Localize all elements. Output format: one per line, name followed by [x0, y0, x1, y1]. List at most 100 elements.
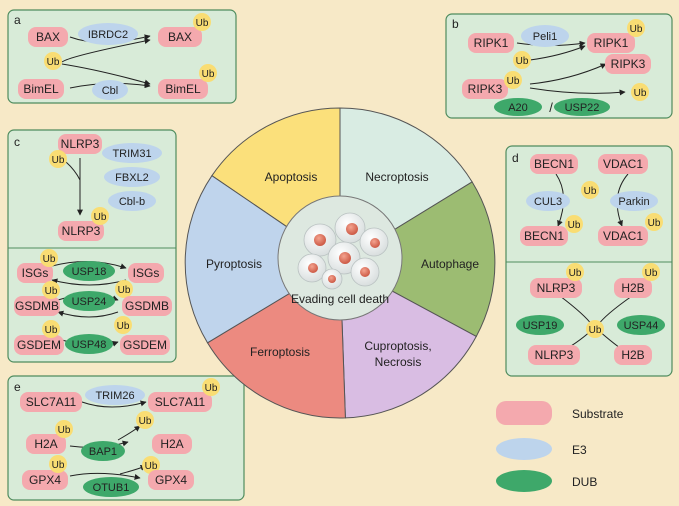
cul3-e3: [526, 191, 570, 211]
usp24-dub: [63, 291, 115, 311]
legend: Substrate E3 DUB: [496, 401, 624, 492]
svg-text:ISGs: ISGs: [22, 266, 49, 280]
svg-text:VDAC1: VDAC1: [603, 157, 643, 171]
gpx4-right: [148, 470, 194, 490]
svg-text:b: b: [452, 17, 459, 31]
gsdem-left: [14, 335, 64, 355]
svg-text:FBXL2: FBXL2: [115, 172, 149, 184]
svg-text:OTUB1: OTUB1: [93, 482, 130, 494]
ub-c-2: [91, 207, 109, 225]
svg-text:Ub: Ub: [43, 254, 56, 265]
panel-a: a BAX IBRDC2 Ub BAX Ub BimEL Cbl BimEL U…: [7, 9, 237, 104]
svg-text:Ub: Ub: [58, 425, 71, 436]
svg-text:GSDMB: GSDMB: [125, 299, 169, 313]
ub-e-5: [142, 456, 160, 474]
svg-text:GSDEM: GSDEM: [17, 338, 61, 352]
ub-d-1: [581, 181, 599, 199]
svg-text:/: /: [549, 100, 553, 115]
ub-c-1: [49, 150, 67, 168]
ub-e-4: [49, 455, 67, 473]
svg-text:Ub: Ub: [634, 88, 647, 99]
ub-b-4: [631, 83, 649, 101]
bimel-substrate: [18, 79, 64, 99]
svg-text:H2A: H2A: [160, 437, 183, 451]
center-label: Evading cell death: [291, 292, 389, 306]
svg-text:NLRP3: NLRP3: [537, 281, 576, 295]
svg-text:Ub: Ub: [45, 325, 58, 336]
ub-c-6: [42, 320, 60, 338]
ub-e-1: [202, 378, 220, 396]
nlrp3-product: [58, 221, 104, 241]
svg-text:Ub: Ub: [139, 416, 152, 427]
svg-text:SLC7A11: SLC7A11: [26, 395, 77, 409]
ub-d-3: [645, 213, 663, 231]
svg-text:Ub: Ub: [584, 186, 597, 197]
label-apoptosis: Apoptosis: [265, 170, 318, 184]
panel-d: d BECN1 VDAC1 Ub CUL3 Parkin BECN1 Ub VD…: [505, 145, 673, 377]
svg-text:USP22: USP22: [565, 102, 600, 114]
label-cuproptosis-line1: Cuproptosis,: [364, 339, 431, 353]
svg-text:Ub: Ub: [568, 220, 581, 231]
ibrdc2-e3: [78, 23, 138, 45]
sector-autophage: [338, 181, 496, 338]
svg-text:Ub: Ub: [645, 268, 658, 279]
ripk1-substrate: [468, 33, 514, 53]
label-ferroptosis: Ferroptosis: [250, 345, 310, 359]
svg-text:Cbl: Cbl: [102, 85, 119, 97]
svg-text:BECN1: BECN1: [524, 229, 564, 243]
usp18-dub: [63, 261, 115, 281]
svg-text:SLC7A11: SLC7A11: [155, 395, 206, 409]
ripk3-substrate: [462, 79, 508, 99]
isgs-left: [17, 263, 53, 283]
usp48-dub: [65, 334, 113, 354]
svg-text:Ub: Ub: [648, 218, 661, 229]
cells-illustration: [297, 212, 389, 290]
label-autophage: Autophage: [421, 257, 479, 271]
sector-pyroptosis: [184, 175, 341, 344]
trim26-e3: [85, 385, 145, 405]
legend-substrate-label: Substrate: [572, 407, 624, 421]
svg-text:Ub: Ub: [630, 24, 643, 35]
svg-text:GSDEM: GSDEM: [123, 338, 167, 352]
panel-e: e SLC7A11 TRIM26 SLC7A11 Ub H2A Ub BAP1 …: [7, 375, 245, 501]
svg-text:Peli1: Peli1: [533, 31, 557, 43]
svg-text:Ub: Ub: [47, 57, 60, 68]
svg-text:H2B: H2B: [621, 348, 644, 362]
ub-c-7: [114, 316, 132, 334]
svg-text:Ub: Ub: [45, 286, 58, 297]
svg-text:Ub: Ub: [52, 460, 65, 471]
svg-text:CUL3: CUL3: [534, 196, 562, 208]
svg-text:e: e: [14, 380, 21, 394]
ub-b-2: [627, 19, 645, 37]
label-pyroptosis: Pyroptosis: [206, 257, 262, 271]
panel-a-label: a: [14, 13, 21, 27]
svg-text:GPX4: GPX4: [29, 473, 61, 487]
svg-text:GPX4: GPX4: [155, 473, 187, 487]
bax-substrate: [28, 27, 68, 47]
svg-text:NLRP3: NLRP3: [61, 137, 100, 151]
svg-text:BimEL: BimEL: [165, 82, 201, 96]
h2b-top: [614, 278, 652, 298]
ub-a-3: [199, 64, 217, 82]
svg-text:Ub: Ub: [118, 285, 131, 296]
panel-c: c NLRP3 Ub TRIM31 FBXL2 Cbl-b NLRP3 Ub I…: [7, 129, 177, 363]
svg-text:USP48: USP48: [72, 339, 107, 351]
legend-substrate-swatch: [496, 401, 552, 425]
ub-a-1: [44, 52, 62, 70]
usp19-dub: [516, 315, 564, 335]
svg-text:NLRP3: NLRP3: [62, 224, 101, 238]
slc7a11-left: [20, 392, 82, 412]
svg-text:Ub: Ub: [516, 56, 529, 67]
svg-text:USP44: USP44: [624, 320, 659, 332]
nlrp3-top: [530, 278, 582, 298]
svg-text:H2B: H2B: [621, 281, 644, 295]
svg-text:TRIM31: TRIM31: [112, 148, 151, 160]
usp44-dub: [617, 315, 665, 335]
bimel-product: [158, 79, 208, 99]
ub-b-1: [513, 51, 531, 69]
svg-text:Ub: Ub: [205, 383, 218, 394]
label-cuproptosis-line2: Necrosis: [375, 355, 422, 369]
ub-a-2: [193, 13, 211, 31]
nlrp3-substrate: [58, 134, 102, 154]
svg-text:Ub: Ub: [145, 461, 158, 472]
